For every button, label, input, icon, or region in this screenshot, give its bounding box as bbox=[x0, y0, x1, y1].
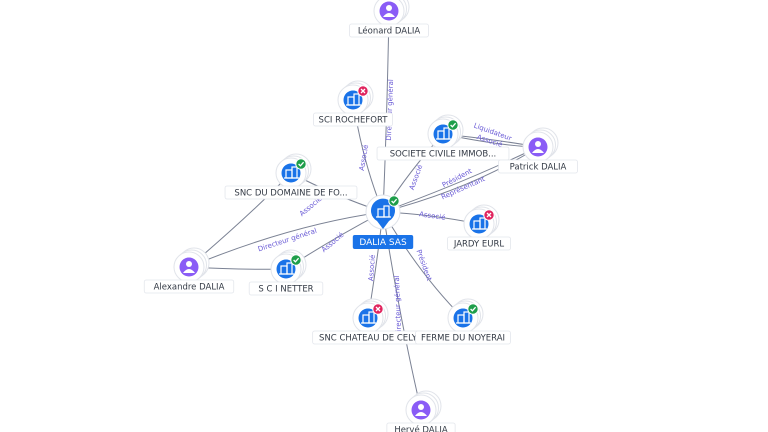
edge-relation-label: Président bbox=[415, 249, 434, 283]
node-label: Léonard DALIA bbox=[358, 26, 421, 37]
edge-relation-label: Directeur général bbox=[393, 275, 403, 337]
closed-status-x-icon bbox=[483, 209, 495, 221]
building-icon bbox=[436, 127, 451, 140]
node-label-bg bbox=[349, 23, 429, 38]
node-label: Hervé DALIA bbox=[394, 425, 448, 432]
active-status-check-icon bbox=[295, 158, 307, 170]
edge-relation-label: Associé bbox=[408, 164, 425, 192]
person-icon bbox=[415, 404, 427, 416]
center-label-bg bbox=[352, 235, 414, 249]
active-status-check-icon bbox=[467, 303, 479, 315]
person-icon bbox=[532, 141, 544, 153]
node-label-bg bbox=[143, 279, 235, 294]
node-label-bg bbox=[386, 422, 456, 432]
closed-status-x-icon bbox=[372, 303, 384, 315]
company-node[interactable]: JARDY EURL bbox=[447, 204, 511, 251]
person-node[interactable]: Patrick DALIA bbox=[498, 127, 578, 174]
edge-relation-label: Associé bbox=[367, 254, 377, 281]
node-label-bg bbox=[224, 185, 358, 200]
building-icon bbox=[456, 311, 471, 324]
building-icon bbox=[472, 217, 487, 230]
node-label-bg bbox=[248, 281, 324, 296]
node-label-bg bbox=[313, 112, 393, 127]
node-label: DALIA SAS bbox=[359, 238, 407, 248]
company-node[interactable]: SNC CHATEAU DE CELY bbox=[312, 298, 424, 345]
active-status-check-icon bbox=[447, 119, 459, 131]
node-label-bg bbox=[376, 146, 510, 161]
nodes-layer: DALIA SAS Léonard DALIA SCI ROCHEFORT SOCIE… bbox=[143, 0, 578, 432]
edge-line bbox=[188, 211, 384, 268]
node-label: Patrick DALIA bbox=[510, 163, 567, 173]
node-label: S C I NETTER bbox=[258, 285, 313, 295]
node-label-bg bbox=[447, 236, 511, 251]
node-label-bg bbox=[415, 330, 511, 345]
building-icon bbox=[279, 262, 294, 275]
building-icon bbox=[361, 311, 376, 324]
node-label: SNC DU DOMAINE DE FO... bbox=[234, 189, 347, 199]
edge-relation-label: Directeur général bbox=[257, 227, 318, 254]
company-node[interactable]: S C I NETTER bbox=[248, 249, 324, 296]
node-label: SNC CHATEAU DE CELY bbox=[319, 334, 418, 344]
active-status-check-icon bbox=[388, 195, 400, 207]
edge-relation-label: Associé bbox=[320, 231, 345, 254]
person-node[interactable]: Léonard DALIA bbox=[349, 0, 429, 38]
edge-line bbox=[382, 146, 539, 213]
person-node[interactable]: Alexandre DALIA bbox=[143, 247, 235, 294]
edge-relation-label: Associé bbox=[419, 210, 446, 222]
node-label: Alexandre DALIA bbox=[154, 283, 225, 293]
company-node[interactable]: SOCIETE CIVILE IMMOB... bbox=[376, 114, 510, 161]
node-label: SOCIETE CIVILE IMMOB... bbox=[390, 150, 497, 160]
edge-line bbox=[382, 146, 539, 213]
building-icon bbox=[346, 93, 361, 106]
company-node[interactable]: SNC DU DOMAINE DE FO... bbox=[224, 153, 358, 200]
node-label: SCI ROCHEFORT bbox=[319, 116, 389, 126]
company-node[interactable]: SCI ROCHEFORT bbox=[313, 80, 393, 127]
building-icon bbox=[376, 205, 391, 218]
node-label-bg bbox=[498, 159, 578, 174]
center-company-node[interactable]: DALIA SAS bbox=[352, 194, 414, 249]
edge-relation-label: Directeur général bbox=[385, 79, 395, 141]
edge-relation-label: Associé bbox=[358, 144, 370, 171]
company-node[interactable]: FERME DU NOYERAI bbox=[415, 298, 511, 345]
edge: Directeur général bbox=[382, 10, 395, 213]
person-icon bbox=[183, 261, 195, 273]
node-label: FERME DU NOYERAI bbox=[421, 334, 505, 344]
closed-status-x-icon bbox=[357, 85, 369, 97]
building-icon bbox=[284, 166, 299, 179]
node-label: JARDY EURL bbox=[453, 240, 505, 250]
person-icon bbox=[383, 5, 395, 17]
person-node[interactable]: Hervé DALIA bbox=[386, 390, 456, 432]
active-status-check-icon bbox=[290, 254, 302, 266]
